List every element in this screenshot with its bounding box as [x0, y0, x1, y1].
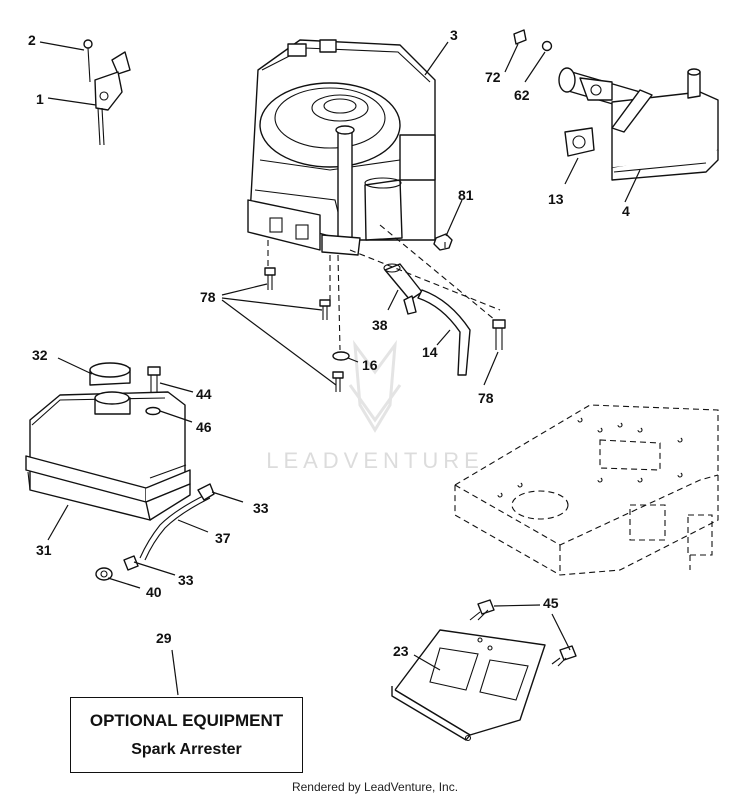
callout-81: 81 [458, 187, 474, 203]
exhaust-system [513, 29, 719, 181]
callout-38: 38 [372, 317, 388, 333]
callout-16: 16 [362, 357, 378, 373]
callout-78-right: 78 [478, 390, 494, 406]
callouts: 2 1 3 72 62 13 4 81 78 38 14 16 78 32 44… [28, 27, 630, 659]
fuel-filter-and-line [383, 263, 471, 376]
callout-40: 40 [146, 584, 162, 600]
watermark: LEADVENTURE [266, 339, 484, 473]
callout-78-left: 78 [200, 289, 216, 305]
callout-72: 72 [485, 69, 501, 85]
leader-lines [39, 41, 641, 696]
optional-equipment-box: OPTIONAL EQUIPMENT Spark Arrester [70, 697, 303, 773]
callout-13: 13 [548, 191, 564, 207]
callout-44: 44 [196, 386, 212, 402]
callout-37: 37 [215, 530, 231, 546]
heat-shield [391, 599, 577, 742]
nut-81 [433, 233, 453, 251]
callout-62: 62 [514, 87, 530, 103]
callout-29: 29 [156, 630, 172, 646]
engine [247, 39, 436, 256]
fuel-line [95, 483, 215, 581]
optional-equipment-item: Spark Arrester [131, 741, 242, 758]
screw-44-washer-46 [145, 366, 161, 416]
callout-2: 2 [28, 32, 36, 48]
callout-1: 1 [36, 91, 44, 107]
fuel-tank [25, 362, 191, 521]
callout-14: 14 [422, 344, 438, 360]
callout-45: 45 [543, 595, 559, 611]
bolts-78 [264, 267, 506, 392]
callout-3: 3 [450, 27, 458, 43]
callout-4: 4 [622, 203, 630, 219]
callout-46: 46 [196, 419, 212, 435]
callout-32: 32 [32, 347, 48, 363]
throttle-control [83, 39, 131, 146]
footer-credit: Rendered by LeadVenture, Inc. [291, 780, 459, 794]
frame [454, 404, 719, 576]
callout-23: 23 [393, 643, 409, 659]
optional-equipment-title: OPTIONAL EQUIPMENT [89, 711, 284, 730]
washer-16 [332, 351, 350, 361]
callout-33-top: 33 [253, 500, 269, 516]
callout-33-bottom: 33 [178, 572, 194, 588]
alignment-lines [267, 224, 501, 351]
watermark-text: LEADVENTURE [266, 448, 484, 473]
callout-31: 31 [36, 542, 52, 558]
